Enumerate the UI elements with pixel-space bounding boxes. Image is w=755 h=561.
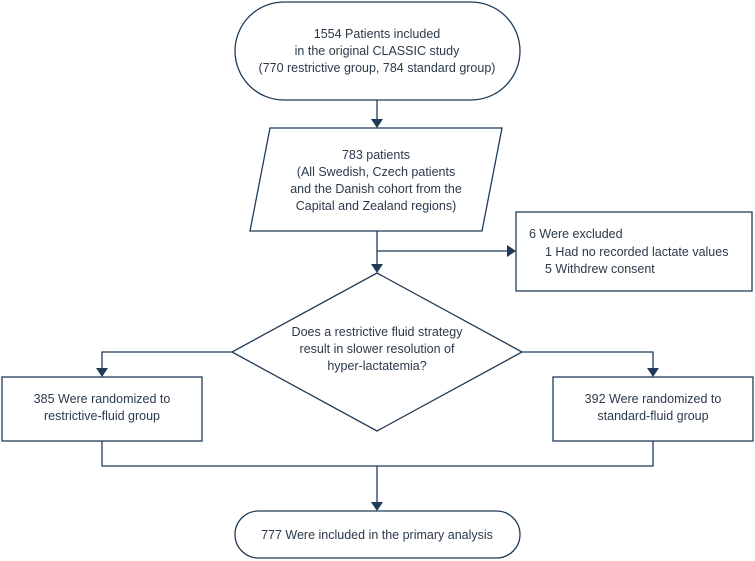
arrowhead-subset [371,119,383,128]
arrowhead-excluded [507,245,516,257]
end-node: 777 Were included in the primary analysi… [234,510,521,559]
restrictive-group-node: 385 Were randomized to restrictive-fluid… [1,376,203,442]
connectors [96,100,659,511]
restrictive-line-1: 385 Were randomized to [34,392,171,406]
question-line-3: hyper-lactatemia? [327,359,426,373]
connector-question-to-standard [522,351,654,369]
subset-line-3: and the Danish cohort from the [290,182,462,196]
standard-line-1: 392 Were randomized to [585,392,722,406]
excluded-node: 6 Were excluded 1 Had no recorded lactat… [515,211,753,292]
restrictive-line-2: restrictive-fluid group [44,409,160,423]
connector-question-to-restrictive [101,351,232,369]
excluded-item-1: 1 Had no recorded lactate values [545,245,728,259]
arrowhead-restrictive [96,368,108,377]
start-line-2: in the original CLASSIC study [295,44,460,58]
subset-parallelogram-shape [249,127,503,232]
connector-merge [101,441,654,467]
subset-line-2: (All Swedish, Czech patients [297,165,455,179]
arrowhead-standard [647,368,659,377]
start-terminator-shape [234,1,521,101]
excluded-box-shape [515,211,753,292]
start-line-1: 1554 Patients included [314,27,441,41]
question-line-1: Does a restrictive fluid strategy [292,325,464,339]
restrictive-box-shape [1,376,203,442]
end-line-1: 777 Were included in the primary analysi… [261,528,493,542]
excluded-title: 6 Were excluded [529,227,623,241]
standard-line-2: standard-fluid group [597,409,708,423]
question-line-2: result in slower resolution of [300,342,455,356]
start-node: 1554 Patients included in the original C… [234,1,521,101]
arrowhead-question [371,264,383,273]
excluded-item-2: 5 Withdrew consent [545,262,655,276]
start-line-3: (770 restrictive group, 784 standard gro… [259,61,496,75]
subset-line-4: Capital and Zealand regions) [296,199,457,213]
question-node: Does a restrictive fluid strategy result… [230,272,524,432]
end-terminator-shape [234,510,521,559]
arrowhead-end [371,502,383,511]
subset-line-1: 783 patients [342,148,410,162]
question-diamond-shape [230,272,524,432]
subset-node: 783 patients (All Swedish, Czech patient… [249,127,503,232]
standard-box-shape [552,376,754,442]
standard-group-node: 392 Were randomized to standard-fluid gr… [552,376,754,442]
